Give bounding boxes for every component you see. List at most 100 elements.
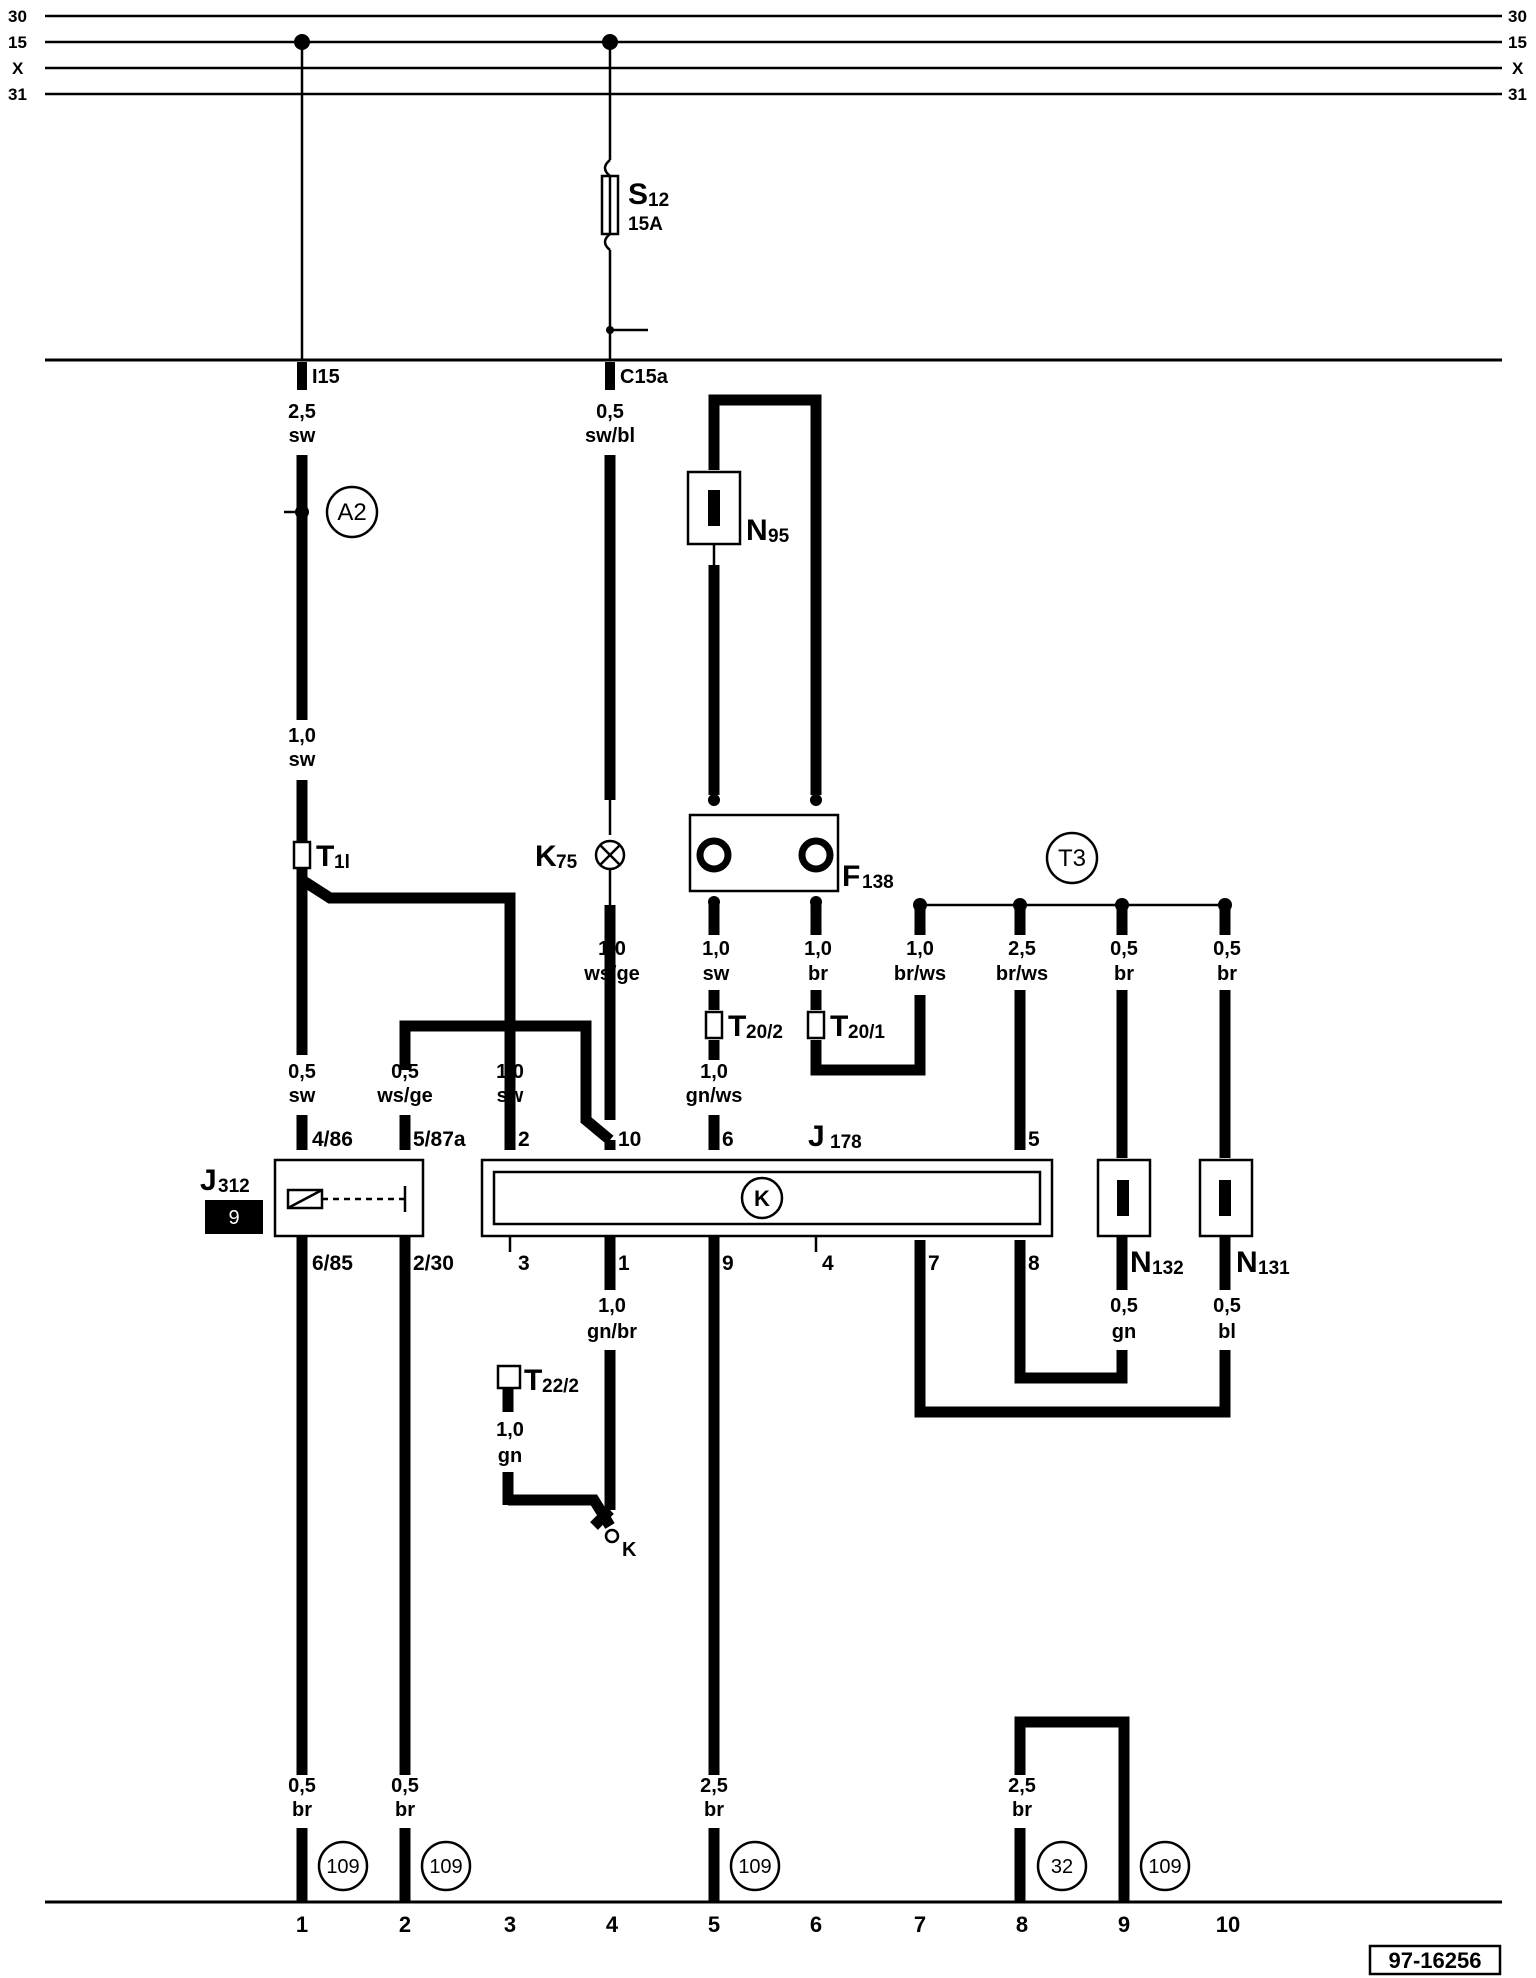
coordinate-label: 6 bbox=[810, 1912, 822, 1937]
test-point-k bbox=[604, 1528, 620, 1544]
wire-label-size: 2,5 bbox=[288, 401, 316, 423]
wire-label-size: 2,5 bbox=[700, 1775, 728, 1797]
connector-t20-1-letter: T bbox=[830, 1010, 848, 1043]
power-rails: 30 15 X 31 30 15 X 31 bbox=[8, 7, 1527, 104]
fuse-s12: S 12 15A bbox=[600, 159, 669, 251]
coordinate-label: 7 bbox=[914, 1912, 926, 1937]
relay-j312: J 312 9 bbox=[200, 1158, 425, 1238]
wire-label-color: sw/bl bbox=[585, 425, 635, 447]
wire-label-color: sw bbox=[289, 425, 316, 447]
ground-ref-circle bbox=[420, 1840, 472, 1892]
relay-j312-letter: J bbox=[200, 1164, 217, 1197]
wire-label-size: 0,5 bbox=[1110, 938, 1138, 960]
junction-dot bbox=[810, 794, 822, 806]
control-unit-j178-letter: J bbox=[808, 1120, 825, 1153]
pin-label: 4 bbox=[822, 1252, 834, 1275]
wire-label-color: gn bbox=[1112, 1321, 1136, 1343]
ground-ref-circle bbox=[729, 1840, 781, 1892]
coordinate-label: 5 bbox=[708, 1912, 720, 1937]
wire-label-size: 1,0 bbox=[288, 725, 316, 747]
wire-label-size: 0,5 bbox=[1213, 1295, 1241, 1317]
wire-label-color: sw bbox=[289, 749, 316, 771]
pin-label: 9 bbox=[722, 1252, 734, 1275]
pin-label: 7 bbox=[928, 1252, 940, 1275]
connector-t20-1-sub: 20/1 bbox=[848, 1022, 885, 1043]
switch-f138: F 138 bbox=[688, 813, 894, 893]
connector-i15-label: I15 bbox=[312, 366, 340, 388]
lamp-k75-letter: K bbox=[535, 840, 557, 873]
warning-lamp-k75: K 75 bbox=[535, 839, 626, 873]
diagram-code: 97-16256 bbox=[1389, 1948, 1482, 1973]
wire-label-size: 0,5 bbox=[391, 1775, 419, 1797]
connector-c15a-label: C15a bbox=[620, 366, 669, 388]
wire-label-size: 0,5 bbox=[288, 1061, 316, 1083]
rail-30-label-left: 30 bbox=[8, 7, 27, 26]
coordinate-label: 10 bbox=[1216, 1912, 1240, 1937]
connector-t22-2-letter: T bbox=[524, 1364, 542, 1397]
wire-label-color: ws/ge bbox=[583, 963, 640, 985]
ground-a2-label: A2 bbox=[337, 499, 366, 526]
fuse-s12-letter: S bbox=[628, 178, 648, 211]
relay-j312-badge-text: 9 bbox=[228, 1207, 239, 1229]
control-unit-j178-sub: 178 bbox=[830, 1132, 862, 1153]
rail-31-label-left: 31 bbox=[8, 85, 27, 104]
valve-n95-letter: N bbox=[746, 514, 768, 547]
rail-x-label-left: X bbox=[12, 59, 24, 78]
wire-label-color: br bbox=[704, 1799, 724, 1821]
coordinate-label: 8 bbox=[1016, 1912, 1028, 1937]
connector-t22-2 bbox=[496, 1364, 522, 1390]
ground-ref-label: 109 bbox=[738, 1856, 771, 1878]
relay-j312-sub: 312 bbox=[218, 1176, 250, 1197]
ground-ref-circle bbox=[1036, 1840, 1088, 1892]
test-point-k-label: K bbox=[622, 1539, 637, 1561]
control-unit-j178: K J 178 bbox=[480, 1120, 1054, 1238]
pin-label: 8 bbox=[1028, 1252, 1040, 1275]
connector-i15 bbox=[297, 362, 307, 390]
wire-label-size: 1,0 bbox=[906, 938, 934, 960]
branch-t3-circle bbox=[1045, 831, 1099, 885]
fuse-s12-rating: 15A bbox=[628, 214, 663, 235]
wire-label-color: br bbox=[1217, 963, 1237, 985]
connector-c15a bbox=[605, 362, 615, 390]
wire-label-color: gn/br bbox=[587, 1321, 637, 1343]
diagram-code-box bbox=[1368, 1944, 1502, 1976]
wire-label-color: sw bbox=[289, 1085, 316, 1107]
ground-ref-label: 109 bbox=[1148, 1856, 1181, 1878]
valve-n131-sub: 131 bbox=[1258, 1258, 1290, 1279]
pin-label: 5 bbox=[1028, 1128, 1040, 1151]
pin-label: 3 bbox=[518, 1252, 530, 1275]
ground-ref-label: 32 bbox=[1051, 1856, 1073, 1878]
branch-t3-label: T3 bbox=[1058, 845, 1086, 872]
rail-x-label-right: X bbox=[1512, 59, 1524, 78]
pin-label: 10 bbox=[618, 1128, 641, 1151]
wire-label-size: 1,0 bbox=[598, 1295, 626, 1317]
wire-label-size: 0,5 bbox=[288, 1775, 316, 1797]
connector-t1l-letter: T bbox=[316, 840, 334, 873]
wire-label-size: 1,0 bbox=[496, 1419, 524, 1441]
valve-n95-sub: 95 bbox=[768, 526, 790, 547]
coordinate-label: 4 bbox=[606, 1912, 619, 1937]
wire-label-size: 1,0 bbox=[700, 1061, 728, 1083]
wire-label-size: 1,0 bbox=[702, 938, 730, 960]
control-unit-symbol: K bbox=[754, 1186, 770, 1211]
wire-label-color: br bbox=[808, 963, 828, 985]
wire-label-color: gn/ws bbox=[686, 1085, 743, 1107]
wire-label-color: gn bbox=[498, 1445, 522, 1467]
rail-15-label-right: 15 bbox=[1508, 33, 1527, 52]
wire-label-size: 0,5 bbox=[1213, 938, 1241, 960]
coordinate-label: 9 bbox=[1118, 1912, 1130, 1937]
wire-label-color: br/ws bbox=[894, 963, 946, 985]
wire-label-color: br/ws bbox=[996, 963, 1048, 985]
wire-label-color: sw bbox=[703, 963, 730, 985]
coordinate-label: 3 bbox=[504, 1912, 516, 1937]
ground-ref-label: 109 bbox=[326, 1856, 359, 1878]
wire-label-color: br bbox=[292, 1799, 312, 1821]
lamp-k75-sub: 75 bbox=[556, 852, 578, 873]
wire-label-color: br bbox=[1012, 1799, 1032, 1821]
pin-label: 4/86 bbox=[312, 1128, 353, 1151]
connector-t20-2 bbox=[704, 1010, 724, 1040]
ground-ref-circle bbox=[317, 1840, 369, 1892]
rail-30-label-right: 30 bbox=[1508, 7, 1527, 26]
connector-t1l-sub: 1l bbox=[334, 852, 350, 873]
pin-label: 1 bbox=[618, 1252, 630, 1275]
